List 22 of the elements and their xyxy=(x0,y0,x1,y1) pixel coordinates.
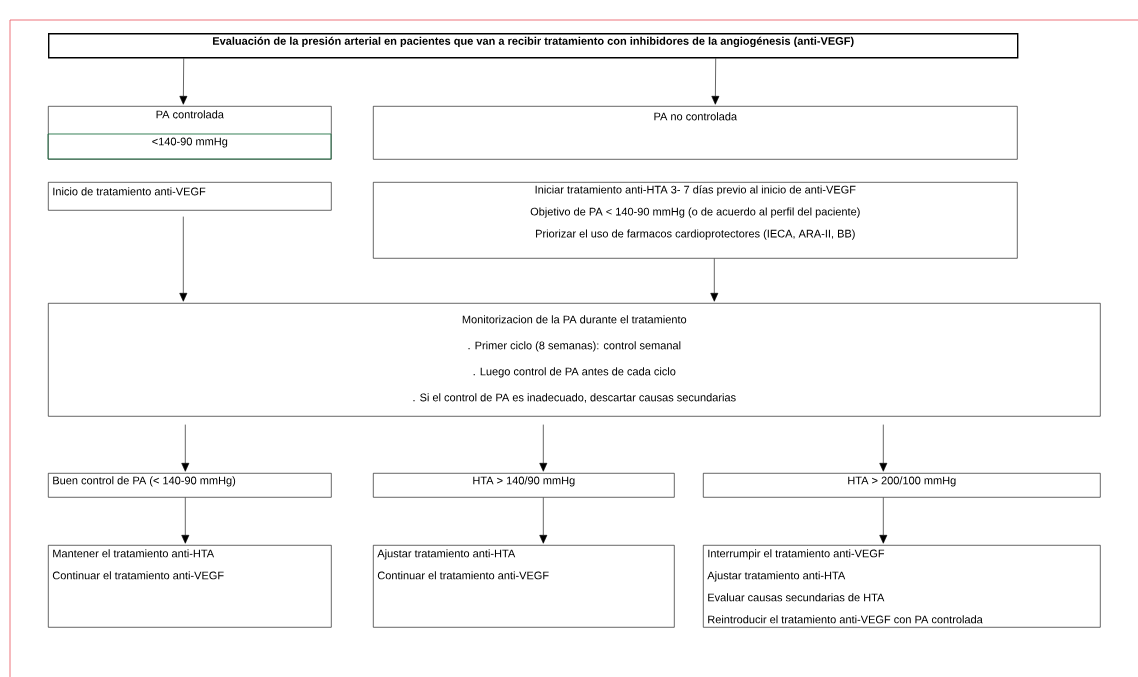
status-box: HTA > 200/100 mmHg xyxy=(703,473,1101,498)
arrow xyxy=(879,424,888,472)
status-box: HTA > 140/90 mmHg xyxy=(373,473,675,498)
status-box: Buen control de PA (< 140-90 mmHg) xyxy=(48,473,332,498)
process-box: Inicio de tratamiento anti-VEGF xyxy=(48,182,332,211)
arrow xyxy=(181,497,190,544)
action-box: Ajustar tratamiento anti-HTA Continuar el tratamiento anti-VEGF xyxy=(373,545,675,628)
arrow xyxy=(179,216,188,302)
arrow xyxy=(879,497,888,544)
arrow xyxy=(710,258,719,302)
arrow xyxy=(539,424,548,472)
arrow xyxy=(179,58,188,105)
status-box: PA controlada <140-90 mmHg xyxy=(47,106,332,160)
status-box: PA no controlada xyxy=(373,106,1018,160)
arrow xyxy=(181,424,190,472)
process-box: Iniciar tratamiento anti-HTA 3- 7 días previo al inicio de anti-VEGF Objetivo de PA < 140-90 mmHg (o de acuerdo al perfil del paciente) Priorizar el uso de farmacos cardioprotectores (IECA, ARA-II, BB) xyxy=(373,182,1018,259)
action-box: Interrumpir el tratamiento anti-VEGF Ajustar tratamiento anti-HTA Evaluar causas secundarias de HTA Reintroducir el tratamiento anti-VEGF con PA controlada xyxy=(703,545,1101,628)
arrow xyxy=(539,497,548,544)
action-box: Mantener el tratamiento anti-HTA Continuar el tratamiento anti-VEGF xyxy=(48,545,332,628)
arrow xyxy=(711,58,720,105)
process-box: Monitorizacion de la PA durante el tratamiento . Primer ciclo (8 semanas): control semanal . Luego control de PA antes de cada ciclo . Si el control de PA es inadecuado, descartar causas secundarias xyxy=(48,303,1101,417)
title-box: Evaluación de la presión arterial en pacientes que van a recibir tratamiento con inhibidores de la angiogénesis (anti-VEGF) xyxy=(48,33,1019,59)
